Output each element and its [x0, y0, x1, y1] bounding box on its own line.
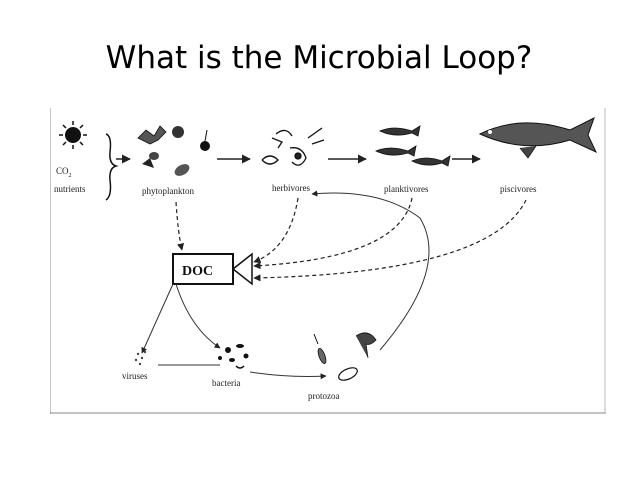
bacteria-icon — [218, 344, 249, 368]
diagram-canvas: CO2 nutrients phytoplankton herbivores — [50, 108, 606, 414]
viruses-icon — [135, 351, 146, 365]
herbivores-icon — [262, 128, 324, 165]
dashed-herbivores-to-doc — [254, 198, 298, 262]
piscivores-label: piscivores — [500, 184, 537, 194]
viruses-label: viruses — [122, 371, 148, 381]
microbial-loop-diagram: CO2 nutrients phytoplankton herbivores — [50, 108, 606, 414]
dashed-phyto-to-doc — [176, 202, 182, 250]
bacteria-label: bacteria — [212, 378, 240, 388]
planktivores-icon — [376, 126, 450, 166]
arrow-bacteria-to-protozoa — [250, 372, 326, 377]
arrow-doc-to-bacteria — [176, 284, 220, 348]
input-brace — [106, 134, 116, 200]
doc-label: DOC — [182, 264, 213, 279]
phytoplankton-label: phytoplankton — [142, 186, 194, 196]
co2-label: CO2 — [56, 166, 72, 179]
sun-icon — [59, 121, 87, 149]
protozoa-icon — [314, 333, 376, 383]
dashed-planktivores-to-doc — [254, 198, 412, 266]
piscivores-icon — [480, 118, 596, 158]
phytoplankton-icon — [138, 126, 210, 178]
slide-title: What is the Microbial Loop? — [0, 40, 638, 76]
planktivores-label: planktivores — [384, 184, 429, 194]
nutrients-label: nutrients — [54, 184, 86, 194]
herbivores-label: herbivores — [272, 183, 310, 193]
arrow-protozoa-to-herbivores — [312, 193, 429, 350]
doc-funnel — [233, 254, 252, 284]
protozoa-label: protozoa — [308, 391, 340, 401]
arrow-doc-to-viruses — [142, 284, 173, 353]
